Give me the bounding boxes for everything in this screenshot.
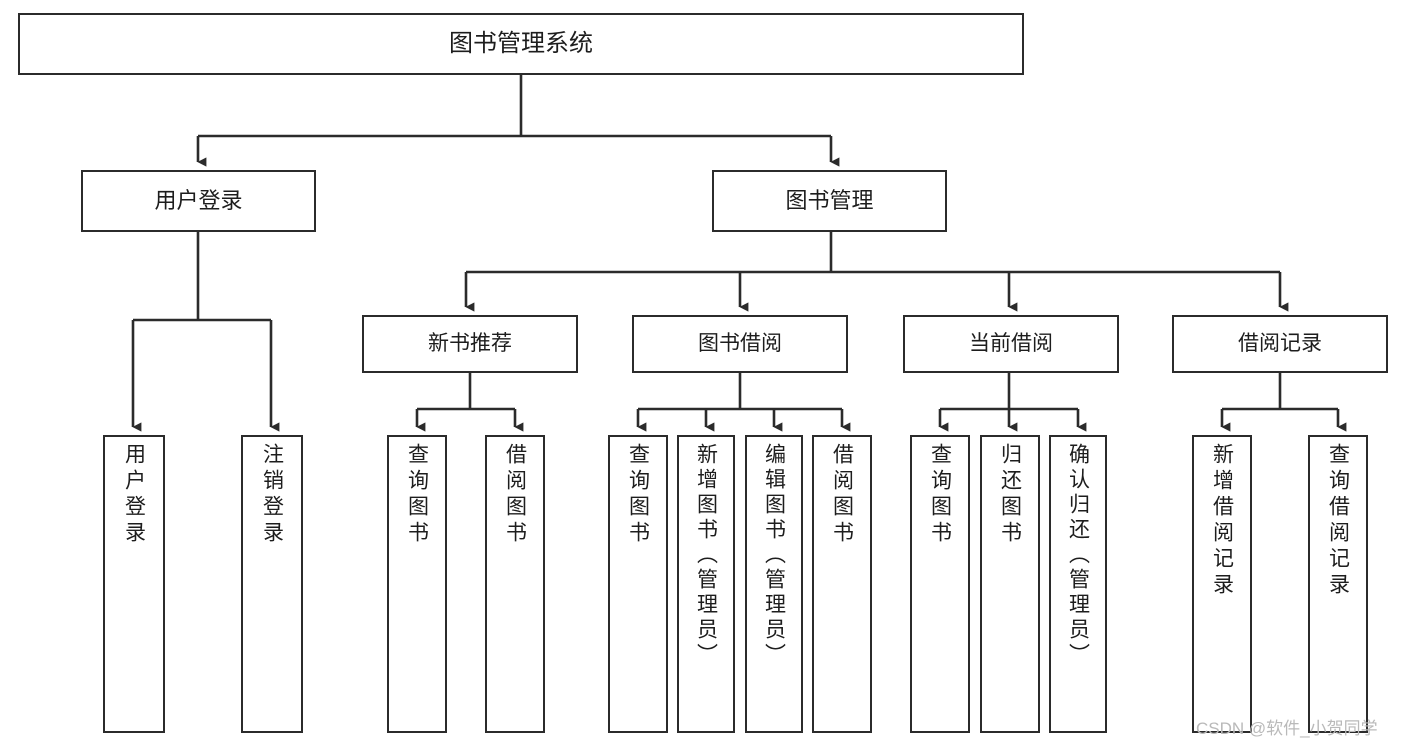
node-label: 编辑图书（管理员） [762, 443, 786, 668]
node-label: 借阅图书 [503, 443, 527, 547]
node-book-borrow[interactable]: 图书借阅 [632, 315, 848, 373]
leaf-book-borrow-query-book[interactable]: 查询图书 [608, 435, 668, 733]
node-label: 用户登录 [122, 443, 146, 547]
node-label: 注销登录 [260, 443, 284, 547]
node-book-management[interactable]: 图书管理 [712, 170, 947, 232]
leaf-new-book-borrow-book[interactable]: 借阅图书 [485, 435, 545, 733]
leaf-book-borrow-edit-book-admin[interactable]: 编辑图书（管理员） [745, 435, 803, 733]
node-label: 新书推荐 [428, 332, 512, 356]
leaf-current-borrow-query-book[interactable]: 查询图书 [910, 435, 970, 733]
node-label: 借阅图书 [830, 443, 854, 547]
leaf-book-borrow-add-book-admin[interactable]: 新增图书（管理员） [677, 435, 735, 733]
node-label: 图书借阅 [698, 332, 782, 356]
node-new-book-recommend[interactable]: 新书推荐 [362, 315, 578, 373]
leaf-user-login-login[interactable]: 用户登录 [103, 435, 165, 733]
node-user-login[interactable]: 用户登录 [81, 170, 316, 232]
node-label: 新增借阅记录 [1210, 443, 1234, 599]
node-label: 查询图书 [928, 443, 952, 547]
node-label: 查询借阅记录 [1326, 443, 1350, 599]
node-label: 归还图书 [998, 443, 1022, 547]
node-label: 确认归还（管理员） [1066, 443, 1090, 668]
leaf-borrow-record-add-record[interactable]: 新增借阅记录 [1192, 435, 1252, 733]
node-label: 图书管理系统 [449, 29, 593, 57]
leaf-book-borrow-borrow-book[interactable]: 借阅图书 [812, 435, 872, 733]
leaf-user-login-logout[interactable]: 注销登录 [241, 435, 303, 733]
node-borrow-record[interactable]: 借阅记录 [1172, 315, 1388, 373]
node-label: 当前借阅 [969, 332, 1053, 356]
node-label: 借阅记录 [1238, 332, 1322, 356]
node-root-book-management-system[interactable]: 图书管理系统 [18, 13, 1024, 75]
leaf-current-borrow-return-book[interactable]: 归还图书 [980, 435, 1040, 733]
node-label: 用户登录 [154, 187, 243, 213]
node-label: 图书管理 [785, 187, 874, 213]
node-current-borrow[interactable]: 当前借阅 [903, 315, 1119, 373]
node-label: 查询图书 [405, 443, 429, 547]
node-label: 新增图书（管理员） [694, 443, 718, 668]
node-label: 查询图书 [626, 443, 650, 547]
leaf-current-borrow-confirm-return-admin[interactable]: 确认归还（管理员） [1049, 435, 1107, 733]
csdn-watermark: CSDN @软件_小贺同学 [1196, 719, 1378, 738]
leaf-borrow-record-query-record[interactable]: 查询借阅记录 [1308, 435, 1368, 733]
leaf-new-book-query-book[interactable]: 查询图书 [387, 435, 447, 733]
